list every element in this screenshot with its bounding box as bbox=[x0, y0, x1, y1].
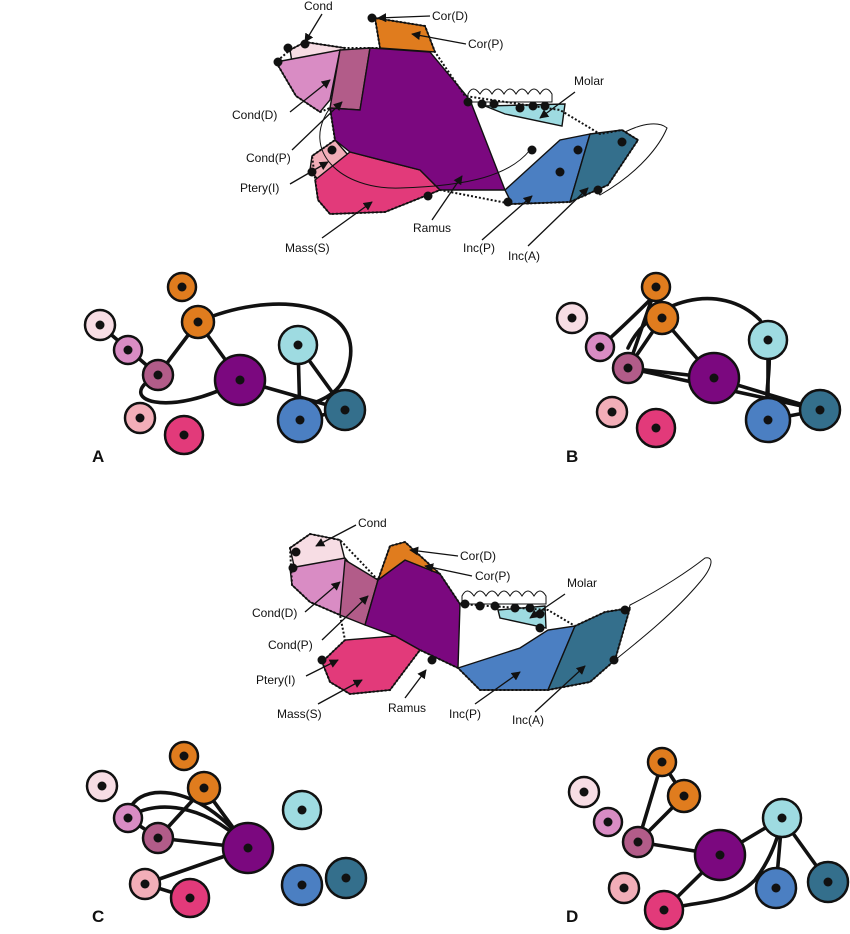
node-d-cond-p bbox=[621, 825, 655, 859]
condylar-curve bbox=[319, 107, 531, 189]
node-c-ptery bbox=[128, 867, 162, 901]
node-c-inc-a bbox=[324, 856, 368, 900]
node-c-cond bbox=[85, 769, 119, 803]
node-a-ramus bbox=[213, 353, 267, 407]
node-a-cond-p bbox=[141, 358, 175, 392]
node-c-cond-d bbox=[112, 802, 144, 834]
node-a-molar bbox=[277, 324, 319, 366]
node-b-cor-p bbox=[644, 300, 680, 336]
node-d-cor-d bbox=[646, 746, 678, 778]
panel-label-c: C bbox=[92, 907, 104, 926]
label-molar-2: Molar bbox=[567, 576, 597, 590]
node-d-cor-p bbox=[666, 778, 702, 814]
node-a-inc-p bbox=[276, 396, 324, 444]
node-c-ramus bbox=[221, 821, 275, 875]
label-inc-p-2: Inc(P) bbox=[449, 707, 481, 721]
network-c: C bbox=[85, 740, 368, 926]
node-b-cond-p bbox=[611, 351, 645, 385]
node-c-cond-p bbox=[141, 821, 175, 855]
label-inc-a: Inc(A) bbox=[508, 249, 540, 263]
node-b-cond-d bbox=[584, 331, 616, 363]
label-cond-2: Cond bbox=[358, 516, 387, 530]
node-b-cor-d bbox=[640, 271, 672, 303]
node-b-inc-a bbox=[798, 388, 842, 432]
node-b-molar bbox=[747, 319, 789, 361]
panel-label-b: B bbox=[566, 447, 578, 466]
node-d-molar bbox=[761, 797, 803, 839]
label-inc-p: Inc(P) bbox=[463, 241, 495, 255]
node-c-inc-p bbox=[280, 863, 324, 907]
node-a-inc-a bbox=[323, 388, 367, 432]
node-c-cor-d bbox=[168, 740, 200, 772]
molar-teeth bbox=[467, 88, 553, 103]
node-a-cond bbox=[83, 308, 117, 342]
label-cor-p-2: Cor(P) bbox=[475, 569, 510, 583]
node-b-mass bbox=[635, 407, 677, 449]
node-a-cor-p bbox=[180, 304, 216, 340]
node-c-cor-p bbox=[186, 770, 222, 806]
network-a: A bbox=[83, 271, 367, 466]
node-b-ptery bbox=[595, 395, 629, 429]
node-a-cor-d bbox=[166, 271, 198, 303]
molar-teeth-2 bbox=[461, 590, 547, 605]
node-d-cond-d bbox=[592, 806, 624, 838]
node-d-ptery bbox=[607, 871, 641, 905]
label-ramus-2: Ramus bbox=[388, 701, 426, 715]
node-b-ramus bbox=[687, 351, 741, 405]
mandible-top: Cond Cor(D) Cor(P) Molar Cond(D) Cond(P)… bbox=[232, 0, 668, 263]
label-cond-p-2: Cond(P) bbox=[268, 638, 313, 652]
label-cond-p: Cond(P) bbox=[246, 151, 291, 165]
node-d-inc-a bbox=[806, 860, 850, 904]
node-b-inc-p bbox=[744, 396, 792, 444]
label-cor-d-2: Cor(D) bbox=[460, 549, 496, 563]
label-mass-s: Mass(S) bbox=[285, 241, 330, 255]
label-ptery-i-2: Ptery(I) bbox=[256, 673, 295, 687]
label-cor-p: Cor(P) bbox=[468, 37, 503, 51]
label-cond-d-2: Cond(D) bbox=[252, 606, 297, 620]
node-a-cond-d bbox=[112, 334, 144, 366]
label-cond: Cond bbox=[304, 0, 333, 13]
node-d-inc-p bbox=[754, 866, 798, 910]
network-b: B bbox=[555, 271, 842, 466]
label-ptery-i: Ptery(I) bbox=[240, 181, 279, 195]
label-mass-s-2: Mass(S) bbox=[277, 707, 322, 721]
node-c-mass bbox=[169, 877, 211, 919]
network-d: D bbox=[566, 746, 850, 931]
panel-label-a: A bbox=[92, 447, 104, 466]
mandible-bottom: Cond Cor(D) Cor(P) Molar Cond(D) Cond(P)… bbox=[252, 516, 712, 727]
label-ramus: Ramus bbox=[413, 221, 451, 235]
label-cond-d: Cond(D) bbox=[232, 108, 277, 122]
panel-label-d: D bbox=[566, 907, 578, 926]
node-c-molar bbox=[281, 789, 323, 831]
node-d-mass bbox=[643, 889, 685, 931]
node-b-cond bbox=[555, 301, 589, 335]
landmarks-top bbox=[273, 13, 627, 207]
landmarks-bottom bbox=[288, 547, 630, 665]
label-inc-a-2: Inc(A) bbox=[512, 713, 544, 727]
node-a-ptery bbox=[123, 401, 157, 435]
incisor-tip-outline-2 bbox=[614, 557, 712, 662]
label-molar: Molar bbox=[574, 74, 604, 88]
label-cor-d: Cor(D) bbox=[432, 9, 468, 23]
node-a-mass bbox=[163, 414, 205, 456]
node-d-ramus bbox=[693, 828, 747, 882]
node-d-cond bbox=[567, 775, 601, 809]
